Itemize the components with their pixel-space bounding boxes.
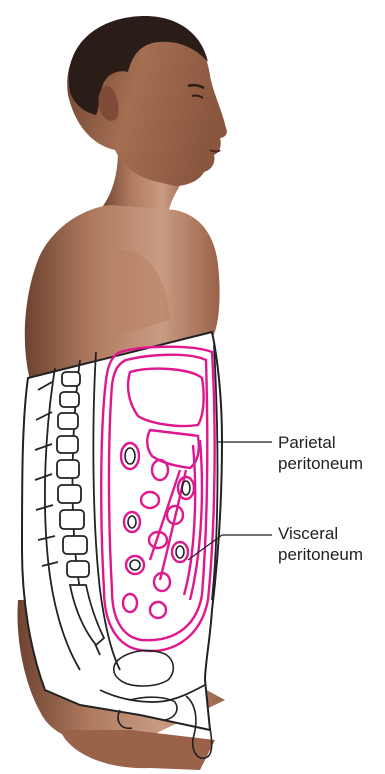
parietal-label-line1: Parietal [278,432,363,453]
parietal-peritoneum-label: Parietal peritoneum [278,432,363,474]
parietal-label-line2: peritoneum [278,453,363,474]
head [67,16,227,186]
visceral-peritoneum-label: Visceral peritoneum [278,523,363,565]
visceral-label-line1: Visceral [278,523,363,544]
visceral-label-line2: peritoneum [278,544,363,565]
